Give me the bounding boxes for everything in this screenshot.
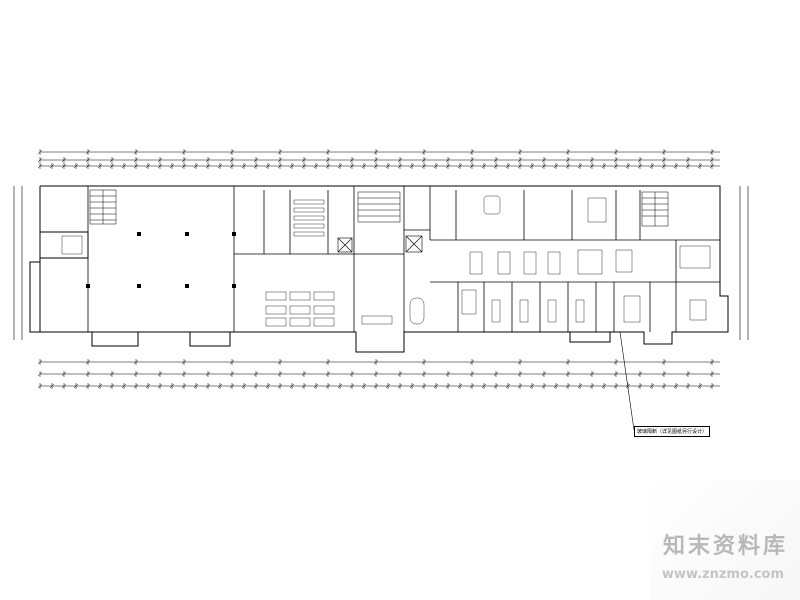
interior-walls xyxy=(87,186,720,332)
dimension-ticks xyxy=(37,149,715,389)
watermark-background xyxy=(650,480,800,600)
top-dimension-lines xyxy=(40,151,720,167)
watermark-url: www.znzmo.com xyxy=(661,567,784,582)
classroom-desks xyxy=(265,199,335,327)
office-furniture xyxy=(61,195,711,325)
bottom-dimension-lines xyxy=(40,361,720,387)
elevator-shafts xyxy=(337,235,423,253)
callout-leader xyxy=(619,331,635,431)
structural-columns xyxy=(86,232,236,288)
glass-partition-callout: 玻璃隔断（详见图纸另行设计） xyxy=(634,426,711,437)
watermark-title: 知末资料库 xyxy=(662,534,788,559)
side-dimension-lines xyxy=(13,186,749,340)
building-outline xyxy=(29,185,729,353)
stair-cores xyxy=(89,189,669,227)
